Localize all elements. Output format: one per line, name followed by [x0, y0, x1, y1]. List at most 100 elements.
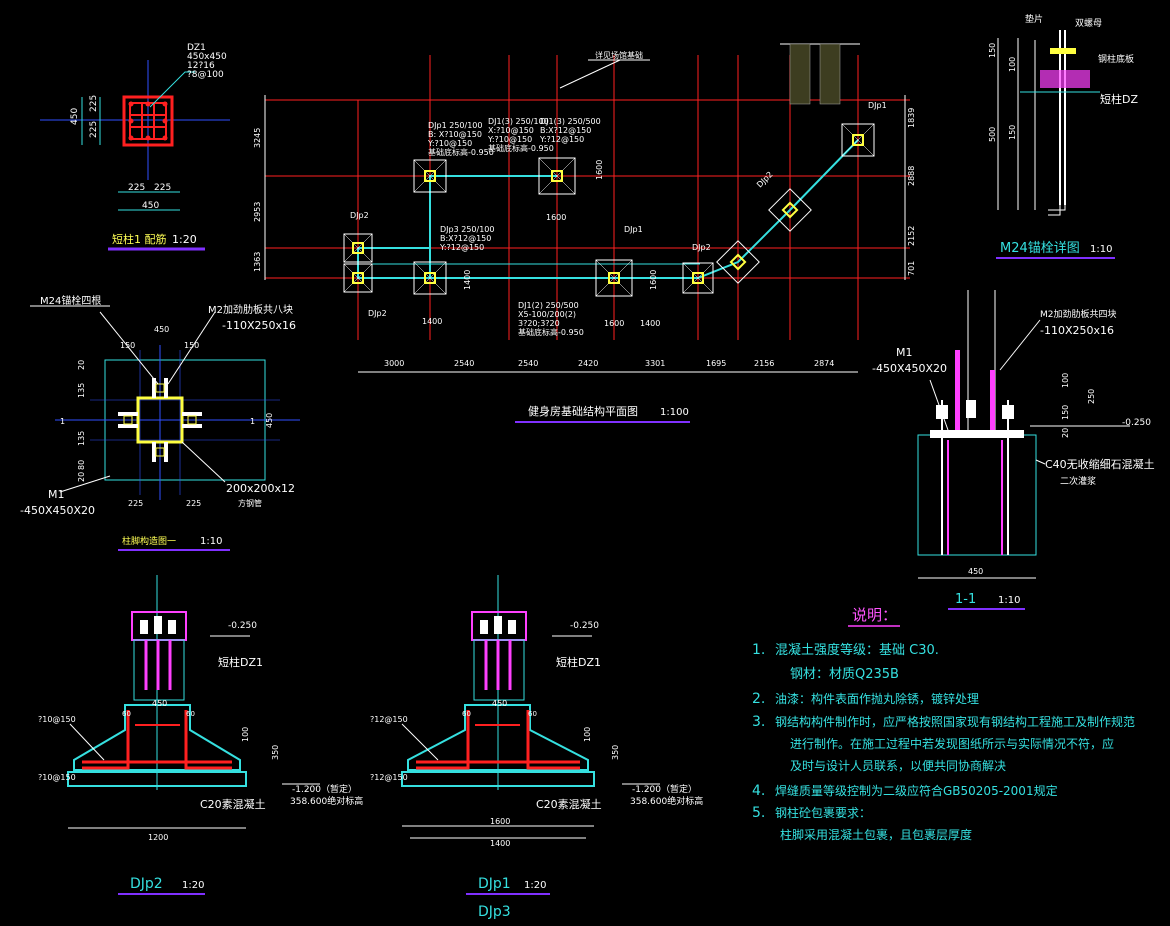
dim-text: 60 — [186, 710, 195, 718]
detail-title: 短柱1 配筋 — [112, 232, 167, 246]
dim-text: 100 — [1061, 373, 1070, 388]
dim-text: 60 — [528, 710, 537, 718]
dim-text: 150 — [1008, 125, 1017, 140]
svg-text:DJp1 250/100: DJp1 250/100 — [428, 121, 482, 130]
pad-label: DJp2 — [368, 309, 387, 318]
svg-text:2420: 2420 — [578, 359, 598, 368]
svg-text:1695: 1695 — [706, 359, 726, 368]
dim-text: 60 — [462, 710, 471, 718]
notes-heading: 说明： — [852, 606, 897, 624]
plate-label: M2加劲肋板共八块 — [208, 303, 293, 316]
svg-text:2540: 2540 — [454, 359, 474, 368]
dim-text: 20 — [77, 360, 86, 370]
svg-text:Y:?10@150: Y:?10@150 — [427, 139, 472, 148]
dim-text: 450 — [154, 325, 169, 334]
svg-text:B:X?12@150: B:X?12@150 — [440, 234, 491, 243]
column-outline — [122, 95, 174, 147]
anchor-label: 双螺母 — [1075, 18, 1102, 29]
anchor-label: 垫片 — [1025, 13, 1043, 25]
elevation: -1.200（暂定） — [632, 783, 697, 795]
plan-left-dims: 3245 2953 1363 — [253, 128, 262, 272]
note-number: 5. — [752, 805, 765, 821]
detail-scale: 1:10 — [998, 595, 1020, 606]
svg-text:2953: 2953 — [253, 202, 262, 222]
note-text: 钢材：材质Q235B — [790, 667, 899, 682]
dim-text: 250 — [1087, 389, 1096, 404]
svg-text:B:X?12@150: B:X?12@150 — [540, 126, 591, 135]
svg-text:2540: 2540 — [518, 359, 538, 368]
dim-text: 20 — [1061, 428, 1070, 438]
dim-text: 225 — [128, 183, 145, 193]
pad-label: DJp2 — [350, 211, 369, 220]
svg-text:Y:?12@150: Y:?12@150 — [439, 243, 484, 252]
svg-text:X:?10@150: X:?10@150 — [488, 126, 534, 135]
dim-text: 20 — [77, 472, 86, 482]
callout-line: 450x450 — [187, 52, 227, 62]
rebar-label: ?12@150 — [370, 715, 408, 724]
dim-text: 225 — [89, 95, 99, 112]
svg-text:DJp3 250/100: DJp3 250/100 — [440, 225, 494, 234]
plan-pads — [343, 123, 875, 297]
note-number: 2. — [752, 691, 765, 707]
pad-label: DJp2 — [755, 170, 775, 190]
section-1-1: -0.250 M2加劲肋板共四块 -110X250x16 M1 -450X450… — [872, 290, 1155, 610]
detail-scale: 1:20 — [524, 880, 546, 891]
svg-text:1839: 1839 — [907, 108, 916, 128]
plan-right-dims: 1839 2888 2152 701 — [907, 108, 916, 276]
note-text: 钢柱砼包裹要求： — [775, 805, 871, 820]
dim-text: 225 — [128, 499, 143, 508]
note-text: 焊缝质量等级控制为二级应符合GB50205-2001规定 — [775, 783, 1058, 798]
plate-label: -450X450X20 — [20, 504, 95, 517]
footing-label: C20素混凝土 — [536, 797, 602, 811]
dim-text: 80 — [77, 460, 86, 470]
svg-text:基础底标高-0.950: 基础底标高-0.950 — [518, 327, 584, 337]
note-text: 柱脚采用混凝土包裹，且包裹层厚度 — [780, 827, 972, 842]
column-section-detail: DZ1 450x450 12?16 ?8@100 450 225 225 225… — [40, 43, 230, 251]
svg-text:Y:?12@150: Y:?12@150 — [539, 135, 584, 144]
plan-notes: DJp1 250/100 B: X?10@150 Y:?10@150 基础底标高… — [427, 117, 601, 337]
section-label: C40无收缩细石混凝土 — [1045, 457, 1155, 471]
detail-title: M24锚栓详图 — [1000, 241, 1080, 256]
svg-text:3245: 3245 — [253, 128, 262, 148]
dim-text: 350 — [271, 745, 280, 760]
svg-text:基础底标高-0.950: 基础底标高-0.950 — [428, 147, 494, 157]
footing-djp2: -0.250 短柱DZ1 450 60 60 ?10@150 ?10@150 1… — [38, 575, 363, 895]
anchor-label: 短柱DZ — [1100, 92, 1138, 106]
detail-scale: 1:10 — [200, 536, 222, 547]
dim-text: 150 — [988, 43, 997, 58]
pad-label: DJp1 — [868, 101, 887, 110]
svg-text:701: 701 — [907, 261, 916, 276]
footing-label: 短柱DZ1 — [218, 655, 263, 669]
svg-text:DJ1(3) 250/500: DJ1(3) 250/500 — [540, 117, 601, 126]
svg-text:基础底标高-0.950: 基础底标高-0.950 — [488, 143, 554, 153]
elevation: -0.250 — [1122, 418, 1151, 428]
section-label: M1 — [896, 346, 913, 359]
svg-text:DJ1(3) 250/100: DJ1(3) 250/100 — [488, 117, 549, 126]
section-mark: 1 — [250, 417, 255, 426]
dim-text: 500 — [988, 127, 997, 142]
svg-text:2152: 2152 — [907, 226, 916, 246]
section-label: -450X450X20 — [872, 362, 947, 375]
svg-text:3301: 3301 — [645, 359, 665, 368]
pad-label: DJp1 — [624, 225, 643, 234]
dim-text: 100 — [1008, 57, 1017, 72]
dim-text: 135 — [77, 383, 86, 398]
dim-text: 150 — [1061, 405, 1070, 420]
dim-text: 100 — [241, 727, 250, 742]
callout-line: DZ1 — [187, 43, 206, 53]
design-notes: 说明： 1. 混凝土强度等级：基础 C30. 钢材：材质Q235B 2. 油漆：… — [752, 606, 1135, 842]
dim-text: 150 — [120, 341, 135, 350]
dim-text: 1400 — [490, 839, 510, 848]
plan-scale: 1:100 — [660, 407, 689, 418]
svg-text:1600: 1600 — [649, 270, 658, 290]
dim-text: 225 — [89, 121, 99, 138]
dim-text: 1600 — [490, 817, 510, 826]
plate-label: 方钢管 — [238, 498, 262, 508]
dim-text: 225 — [154, 183, 171, 193]
section-mark: 1 — [60, 417, 65, 426]
note-number: 4. — [752, 783, 765, 799]
footing-label: C20素混凝土 — [200, 797, 266, 811]
elevation: -1.200（暂定） — [292, 783, 357, 795]
